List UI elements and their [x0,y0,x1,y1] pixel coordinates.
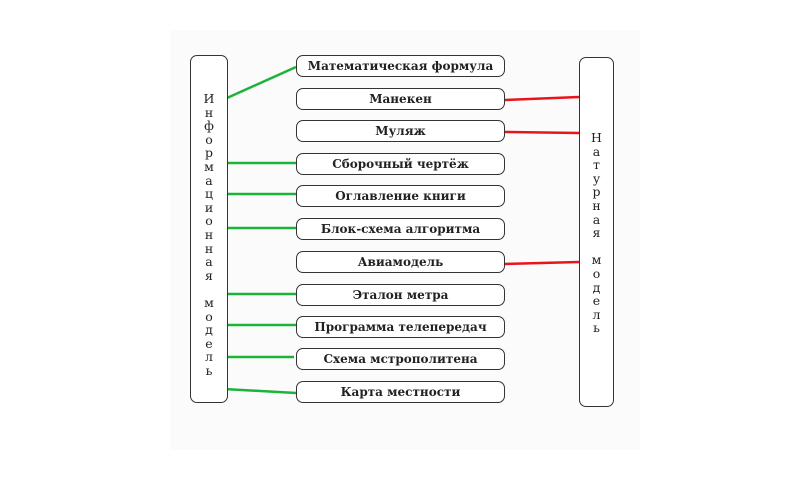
item-box: Эталон метра [296,284,505,306]
label-letter: н [592,197,601,213]
label-letter: а [205,254,213,270]
natural-link-line [504,130,580,135]
label-letter: м [204,158,214,174]
label-letter: м [591,252,602,268]
label-letter: я [205,267,213,283]
label-letter: р [204,145,213,161]
item-box: Блок-схема алгоритма [296,218,505,240]
label-letter: л [205,349,213,365]
item-box: Программа телепередач [296,316,505,338]
label-letter: н [204,104,214,120]
label-letter: е [205,335,213,351]
info-link-line [226,65,297,100]
label-letter: я [592,225,601,241]
item-box: Математическая формула [296,55,505,77]
label-letter: Н [591,130,602,145]
label-letter: ь [205,362,213,378]
label-letter: д [205,322,213,338]
label-letter: ц [204,186,214,202]
natural-link-line [504,95,580,102]
label-letter: о [205,213,213,229]
label-letter: а [592,211,601,227]
label-letter: а [592,143,601,159]
label-letter [595,240,599,254]
label-letter: и [204,199,214,215]
label-letter: ф [204,118,214,134]
label-letter: м [204,294,214,310]
label-letter: о [205,308,213,324]
label-letter: о [592,265,601,281]
label-letter: л [592,306,601,322]
label-letter: т [593,157,600,173]
item-box: Манекен [296,88,505,110]
label-letter: р [592,184,601,200]
label-letter: е [592,293,601,309]
item-box: Муляж [296,120,505,142]
label-letter: И [203,91,215,106]
label-letter: н [204,226,214,242]
item-box: Схема мстрополитена [296,348,505,370]
label-letter: а [205,172,213,188]
item-box: Авиамодель [296,251,505,273]
label-letter: д [592,279,601,295]
label-letter: ь [593,320,600,336]
label-letter [207,282,211,296]
label-letter: о [205,131,213,147]
item-box: Оглавление книги [296,185,505,207]
item-box: Карта местности [296,381,505,403]
label-letter: у [592,170,601,186]
info-link-line [223,387,297,395]
natural-link-line [504,260,580,266]
label-letter: н [204,240,214,256]
item-box: Сборочный чертёж [296,153,505,175]
